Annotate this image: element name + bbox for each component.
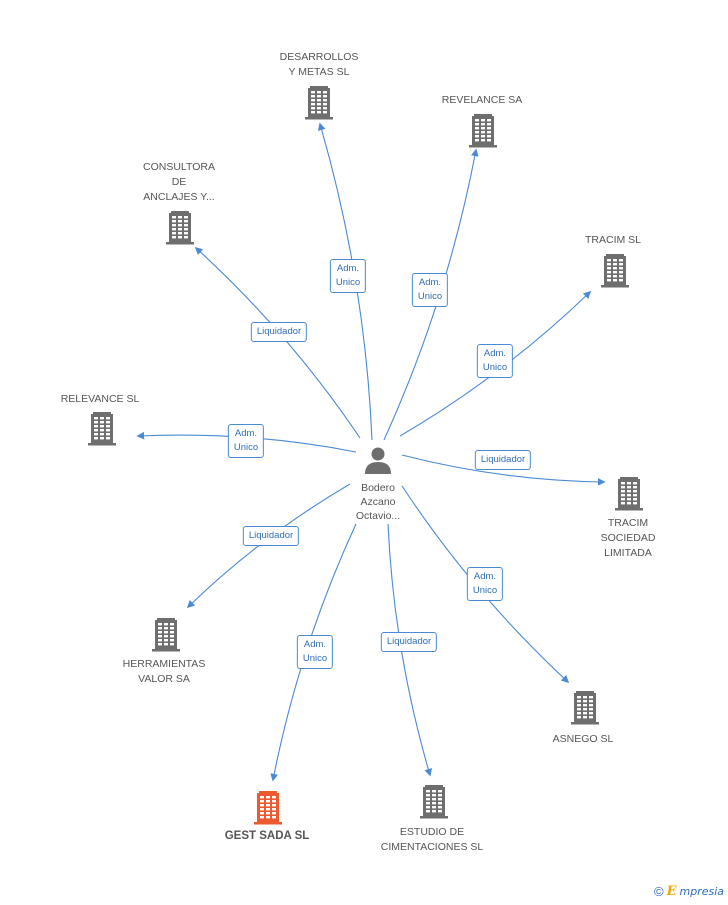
- edge-herramientas-role-label[interactable]: Liquidador: [242, 526, 300, 546]
- brand-logo-initial: E: [666, 884, 677, 899]
- company-estudio-label[interactable]: ESTUDIO DE CIMENTACIONES SL: [380, 826, 484, 853]
- edge-tracim-sociedad-role-label[interactable]: Liquidador: [474, 450, 532, 470]
- company-revelance-sa-icon[interactable]: [469, 114, 497, 148]
- company-relevance-sl-label[interactable]: RELEVANCE SL: [60, 393, 140, 405]
- company-asnego-label[interactable]: ASNEGO SL: [552, 733, 614, 745]
- edge-revelance-sa-role-label[interactable]: Adm. Unico: [411, 273, 449, 307]
- company-consultora-label[interactable]: CONSULTORA DE ANCLAJES Y...: [143, 161, 215, 203]
- edge-asnego-role-label[interactable]: Adm. Unico: [466, 567, 504, 601]
- company-herramientas-icon[interactable]: [152, 618, 180, 652]
- brand-logo-text: mpresia: [679, 885, 724, 898]
- company-consultora-icon[interactable]: [166, 211, 194, 245]
- company-relevance-sl-icon[interactable]: [88, 412, 116, 446]
- company-estudio-icon[interactable]: [420, 785, 448, 819]
- company-tracim-sl-icon[interactable]: [601, 254, 629, 288]
- company-tracim-sociedad-icon[interactable]: [615, 477, 643, 511]
- edge-relevance-sl-role-label[interactable]: Adm. Unico: [227, 424, 265, 458]
- edge-desarrollos-role-label[interactable]: Adm. Unico: [329, 259, 367, 293]
- edge-gest-sada-role-label[interactable]: Adm. Unico: [296, 635, 334, 669]
- company-gest-sada-icon[interactable]: [254, 791, 282, 825]
- edges-layer: [136, 122, 606, 782]
- company-herramientas-label[interactable]: HERRAMIENTAS VALOR SA: [122, 658, 206, 685]
- company-tracim-sociedad-label[interactable]: TRACIM SOCIEDAD LIMITADA: [600, 517, 656, 559]
- company-tracim-sl-label[interactable]: TRACIM SL: [584, 234, 642, 246]
- edge-tracim-sl-role-label[interactable]: Adm. Unico: [476, 344, 514, 378]
- company-asnego-icon[interactable]: [571, 691, 599, 725]
- company-gest-sada-label[interactable]: GEST SADA SL: [224, 830, 310, 842]
- copyright-icon: ©: [653, 884, 664, 899]
- person-name[interactable]: Bodero Azcano Octavio...: [355, 482, 401, 522]
- company-desarrollos-icon[interactable]: [305, 86, 333, 120]
- edge-tracim-sociedad: [401, 454, 606, 486]
- company-desarrollos-label[interactable]: DESARROLLOS Y METAS SL: [279, 51, 359, 78]
- edge-estudio-role-label[interactable]: Liquidador: [380, 632, 438, 652]
- company-revelance-sa-label[interactable]: REVELANCE SA: [441, 94, 523, 106]
- person-icon[interactable]: [365, 447, 391, 475]
- edge-consultora-role-label[interactable]: Liquidador: [250, 322, 308, 342]
- nodes-layer: [88, 86, 643, 825]
